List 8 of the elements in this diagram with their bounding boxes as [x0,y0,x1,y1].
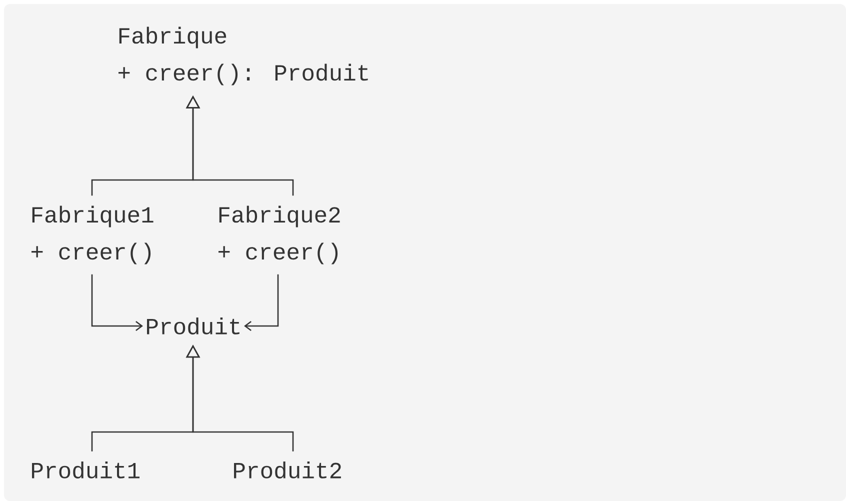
class-label: Fabrique1 + creer() [32,206,154,264]
arrow [244,274,279,332]
class-label: Produit [147,318,240,334]
class-label: Fabrique2 + creer() [218,206,340,264]
class-label: Fabrique + creer(): Produit [118,26,368,86]
arrow [91,274,143,332]
class-label: Produit2 [234,462,341,478]
class-label: Produit1 [32,462,140,478]
